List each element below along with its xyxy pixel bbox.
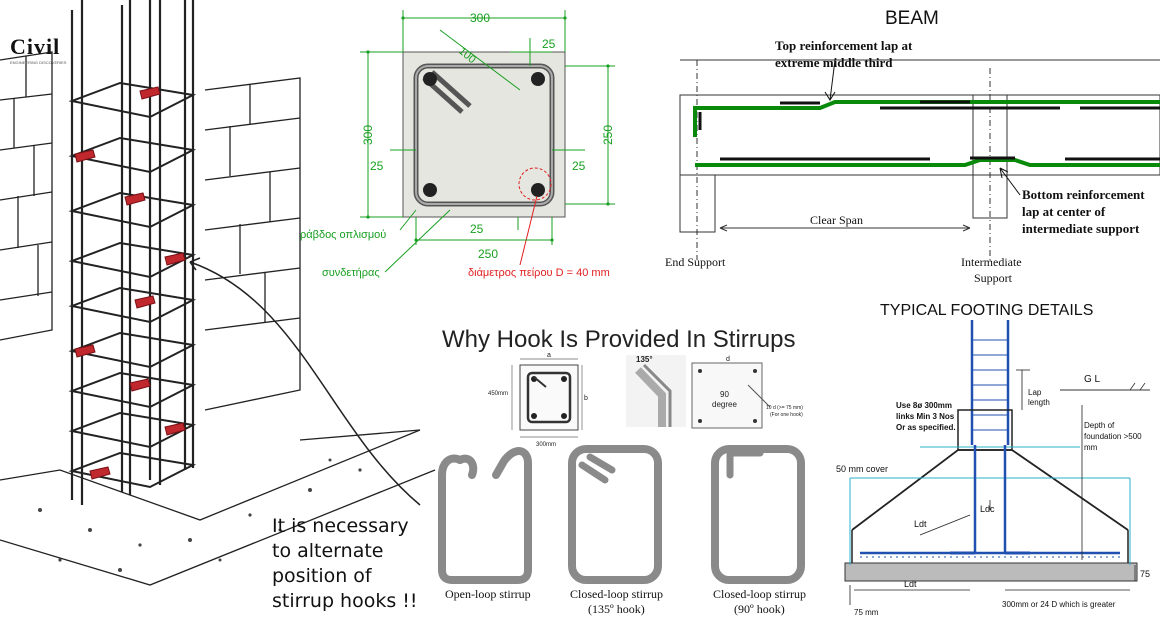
stirrup-ring — [68, 136, 197, 174]
label-pin-diameter: διάμετρος πείρου D = 40 mm — [468, 267, 610, 279]
intermediate-support-label-2: Support — [974, 271, 1013, 285]
degree-90: 90 — [720, 390, 729, 399]
depth-note-3: mm — [1084, 443, 1098, 452]
dim-height-left: 300 — [361, 125, 375, 145]
bottom-lap-note-line-3: intermediate support — [1022, 221, 1140, 236]
bottom-lap-note-line-2: lap at center of — [1022, 204, 1106, 219]
ldt-bottom-label: Ldt — [904, 579, 917, 589]
note-line-4: stirrup hooks !! — [272, 590, 418, 612]
footing-drawing: TYPICAL FOOTING DETAILS — [836, 302, 1150, 617]
dim-width-top: 300 — [470, 11, 490, 25]
stirrup-ring — [68, 81, 197, 119]
intermediate-support-label-1: Intermediate — [961, 255, 1022, 269]
dim-width-inner: 250 — [478, 247, 498, 261]
dim-cover-top: 25 — [542, 37, 556, 51]
red-hook-mark — [89, 466, 111, 480]
cover-label: 50 mm cover — [836, 464, 888, 474]
dim-a: a — [547, 352, 551, 359]
beam-drawing: BEAM Top reinforcement lap at extreme mi… — [665, 8, 1160, 285]
top-lap-note-line-2: extreme middle third — [775, 55, 893, 70]
dim-75-right: 75 — [1140, 569, 1150, 579]
bottom-note: 300mm or 24 D which is greater — [1002, 600, 1116, 609]
end-support-label: End Support — [665, 255, 726, 269]
red-hook-mark — [74, 344, 96, 358]
stirrup-ring — [68, 241, 197, 279]
red-hook-mark — [134, 295, 156, 309]
ldc-label: Ldc — [980, 504, 995, 514]
dim-d: d — [726, 356, 730, 363]
column-sketch-panel: Civil ENGINEERING DISCOVERIES It is nece… — [0, 0, 440, 620]
links-note-1: Use 8ø 300mm — [896, 401, 952, 410]
links-note-2: links Min 3 Nos — [896, 412, 955, 421]
cross-section-panel: 300 100 25 300 25 250 25 25 250 ράβδος ο… — [290, 0, 630, 300]
red-hook-mark — [124, 192, 146, 206]
beam-title: BEAM — [885, 8, 939, 29]
lap-length-2: length — [1028, 398, 1050, 407]
hook-note-1: 10 d (>= 75 mm) — [766, 405, 803, 411]
dim-300: 300mm — [536, 442, 556, 448]
depth-note-2: foundation >500 — [1084, 432, 1142, 441]
note-line-3: position of — [272, 565, 372, 587]
hook-note-2: (For one hook) — [770, 412, 803, 418]
dim-cover-left: 25 — [370, 159, 384, 173]
links-note-3: Or as specified. — [896, 423, 956, 432]
stirrup-hook-note: It is necessary to alternate position of… — [272, 514, 418, 614]
hooks-panel: Why Hook Is Provided In Stirrups a b 450… — [430, 315, 830, 620]
logo: Civil ENGINEERING DISCOVERIES — [10, 34, 70, 65]
dim-450: 450mm — [488, 391, 508, 397]
stirrup-ring — [68, 451, 197, 489]
logo-text: Civil — [10, 34, 61, 59]
footing-panel: TYPICAL FOOTING DETAILS — [830, 295, 1160, 620]
red-hook-mark — [74, 149, 96, 163]
dim-height-right: 250 — [601, 125, 615, 145]
gl-label: G L — [1084, 374, 1101, 385]
depth-note-1: Depth of — [1084, 421, 1115, 430]
dim-cover-bottom: 25 — [470, 222, 484, 236]
note-line-2: to alternate — [272, 540, 384, 562]
footing-title: TYPICAL FOOTING DETAILS — [880, 302, 1093, 319]
dim-b: b — [584, 395, 588, 402]
hooks-title: Why Hook Is Provided In Stirrups — [442, 326, 795, 353]
red-hook-mark — [129, 378, 151, 392]
bottom-lap-note-line-1: Bottom reinforcement — [1022, 187, 1145, 202]
column-sketch-drawing — [0, 0, 436, 586]
closed-90-label: Closed-loop stirrup — [713, 587, 806, 601]
red-hook-mark — [139, 86, 161, 100]
stirrup-ring — [68, 411, 197, 449]
clear-span-label: Clear Span — [810, 213, 863, 227]
ldt-label: Ldt — [914, 519, 927, 529]
closed-135-sub: (135º hook) — [588, 602, 645, 616]
cross-section-drawing: 300 100 25 300 25 250 25 25 250 ράβδος ο… — [300, 10, 615, 279]
closed-90-sub: (90º hook) — [734, 602, 785, 616]
stirrup-ring — [68, 371, 197, 409]
dim-cover-right: 25 — [572, 159, 586, 173]
stirrup-ring — [68, 191, 197, 229]
degree-label: degree — [712, 400, 737, 409]
red-hook-mark — [164, 422, 186, 436]
stirrup-ring — [68, 331, 197, 369]
closed-135-label: Closed-loop stirrup — [570, 587, 663, 601]
red-hook-mark — [164, 252, 186, 266]
stirrup-ring — [68, 286, 197, 324]
top-lap-note-line-1: Top reinforcement lap at — [775, 38, 913, 53]
angle-135: 135° — [636, 355, 653, 364]
open-loop-label: Open-loop stirrup — [445, 587, 531, 601]
logo-subtext: ENGINEERING DISCOVERIES — [10, 60, 67, 65]
lap-length-1: Lap — [1028, 388, 1042, 397]
hooks-drawing: Why Hook Is Provided In Stirrups a b 450… — [438, 326, 806, 616]
dim-75-bottom: 75 mm — [854, 608, 879, 617]
label-bar: ράβδος οπλισμού — [300, 229, 386, 241]
label-stirrup: συνδετήρας — [322, 267, 380, 279]
beam-panel: BEAM Top reinforcement lap at extreme mi… — [640, 0, 1160, 295]
note-line-1: It is necessary — [272, 515, 409, 537]
